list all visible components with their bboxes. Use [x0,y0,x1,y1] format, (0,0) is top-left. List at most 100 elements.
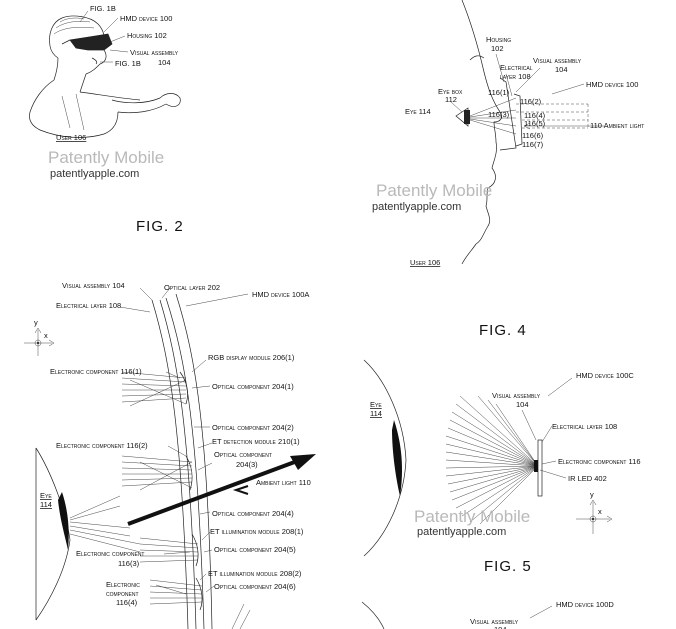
visual-assembly-label: Visual assembly [130,48,179,57]
watermark-site: patentlyapple.com [372,201,461,213]
fig1-leaders [79,10,129,63]
component-116-3: 116(3) [488,110,510,119]
figure-3-panel: y x [24,281,316,629]
et-illumination-2-label: ET illumination module 208(2) [208,569,302,578]
component-116-5: 116(5) [524,119,546,128]
component-clusters [121,371,251,629]
visual-assembly-number: 104 [494,625,507,629]
electronic-component-4-label-a: Electronic [106,580,140,589]
eye-shape [363,359,407,557]
visual-assembly-label: Visual assembly [533,56,582,65]
ambient-light-label: 110 Ambient light [590,121,644,130]
ir-led-label: IR LED 402 [568,474,607,483]
component-116-1: 116(1) [488,88,510,97]
electronic-component-4-label-b: component [106,589,139,598]
housing-label: Housing [486,35,511,44]
visual-assembly-layers [151,293,213,629]
optical-component-5-label: Optical component 204(5) [214,545,296,554]
eye-number: 114 [370,409,382,418]
optical-component-2-label: Optical component 204(2) [212,423,294,432]
electrical-number: layer 108 [500,72,531,81]
component-116-4: 116(4) [524,111,546,120]
eye-number: 114 [40,500,52,509]
hmd-device-label: HMD device 100 [586,80,638,89]
electronic-component-2-label: Electronic component 116(2) [56,441,148,450]
optical-component-6-label: Optical component 204(6) [214,582,296,591]
eye-label: Eye 114 [405,107,431,116]
fig4-headset [499,77,523,151]
et-illumination-1-label: ET illumination module 208(1) [210,527,304,536]
et-detection-label: ET detection module 210(1) [212,437,300,446]
visual-assembly-label: Visual assembly 104 [62,281,125,290]
figure-5-panel: Eye 114 y [363,359,641,575]
hmd-device-label: HMD device 100A [252,290,309,299]
watermark-brand: Patently Mobile [48,148,164,167]
figure-4-caption: FIG. 4 [479,322,527,339]
visual-assembly-number: 104 [158,58,171,67]
face-profile [461,0,502,265]
axis-x-label: x [598,507,602,516]
optical-component-1-label: Optical component 204(1) [212,382,294,391]
watermark-brand: Patently Mobile [376,181,492,200]
optical-component-4-label: Optical component 204(4) [212,509,294,518]
electrical-layer-label: Electrical layer 108 [552,422,617,431]
axis-y-label: y [34,318,38,327]
component-116-6: 116(6) [522,131,544,140]
eye-shape [35,447,141,621]
figure-5-caption: FIG. 5 [484,558,532,575]
figure-4-panel: Housing 102 Visual assembly 104 Electric… [372,0,644,339]
eye-box [455,107,470,127]
hmd-device-label: HMD device 100 [120,14,172,23]
electrical-layer [534,439,543,497]
watermark-site: patentlyapple.com [50,168,139,180]
visual-assembly-number: 104 [555,65,568,74]
visual-assembly-label: Visual assembly [470,617,519,626]
watermark-site: patentlyapple.com [417,526,506,538]
user-label: User 106 [56,133,86,142]
electrical-layer-label: Electrical layer 108 [56,301,121,310]
axis-x-label: x [44,331,48,340]
housing-number: 102 [491,44,504,53]
axis-indicator [576,499,613,534]
eye-label: Eye [40,491,52,500]
ambient-light-label: Ambient light 110 [256,478,311,487]
electrical-label: Electrical [500,63,533,72]
user-label: User 106 [410,258,440,267]
electronic-component-1-label: Electronic component 116(1) [50,367,142,376]
electronic-component-3-label: Electronic component [76,549,144,558]
electronic-component-3-number: 116(3) [118,559,140,568]
component-blobs [179,371,203,611]
fig4-rays [469,97,604,135]
axis-indicator [24,327,55,356]
housing-label: Housing 102 [127,31,167,40]
fig1b-label: FIG. 1B [90,4,116,13]
watermark-brand: Patently Mobile [414,507,530,526]
ambient-light-arrow [127,454,316,526]
user-illustration [29,15,181,138]
figure-6-panel-partial: HMD device 100D Visual assembly 104 [361,600,614,629]
optical-component-3-label: Optical component [214,450,272,459]
rgb-display-label: RGB display module 206(1) [208,353,295,362]
eye-box-number: 112 [445,95,457,104]
figure-2-panel: FIG. 1B HMD device 100 Housing 102 Visua… [29,4,183,235]
component-116-7: 116(7) [522,140,544,149]
optical-component-3-number: 204(3) [236,460,258,469]
hmd-device-label: HMD device 100C [576,371,634,380]
fig5-leaders [521,377,573,479]
fig4-leaders [450,53,585,113]
fig3-leaders [119,287,249,595]
axis-y-label: y [590,490,594,499]
visual-assembly-label: Visual assembly [492,391,541,400]
electronic-component-4-number: 116(4) [116,598,138,607]
fig1b-label-bottom: FIG. 1B [115,59,141,68]
eye-box-label: Eye box [438,87,463,96]
eye-label: Eye [370,400,382,409]
hmd-device-label: HMD device 100D [556,600,614,609]
visual-assembly-number: 104 [516,400,529,409]
component-116-2: 116(2) [520,97,542,106]
figure-2-caption: FIG. 2 [136,218,184,235]
ir-led-rays [445,395,539,525]
optical-layer-label: Optical layer 202 [164,283,220,292]
electronic-component-label: Electronic component 116 [558,457,641,466]
